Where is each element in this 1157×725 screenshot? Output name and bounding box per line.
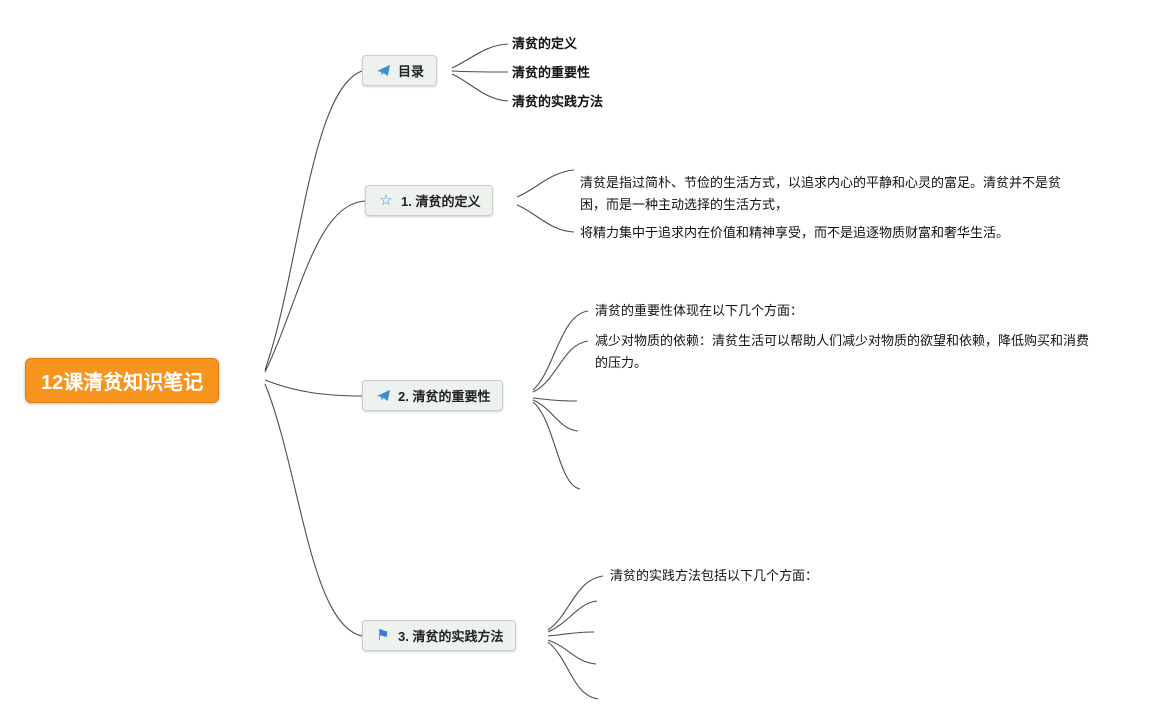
- connector: [264, 200, 366, 373]
- definition-leaf-2[interactable]: 将精力集中于追求内在价值和精神享受，而不是追逐物质财富和奢华生活。: [580, 225, 1010, 240]
- definition-leaf-1[interactable]: 清贫是指过简朴、节俭的生活方式，以追求内心的平静和心灵的富足。清贫并不是贫困，而…: [580, 175, 1062, 212]
- practice-leaf-1[interactable]: 清贫的实践方法包括以下几个方面：: [610, 568, 819, 583]
- node-definition-label: 1. 清贫的定义: [401, 194, 481, 209]
- paper-plane-icon: [375, 388, 391, 404]
- connector: [532, 399, 579, 432]
- root-node[interactable]: 12课清贫知识笔记: [25, 358, 220, 403]
- importance-leaf-1[interactable]: 清贫的重要性体现在以下几个方面：: [595, 303, 804, 318]
- connector: [516, 169, 575, 198]
- connector: [264, 379, 363, 397]
- connector: [264, 383, 363, 637]
- node-practice-label: 3. 清贫的实践方法: [398, 629, 504, 644]
- node-practice[interactable]: ⚑ 3. 清贫的实践方法: [362, 620, 517, 651]
- connector: [547, 639, 597, 665]
- star-icon: ☆: [379, 191, 393, 209]
- connector: [264, 70, 363, 371]
- node-definition[interactable]: ☆ 1. 清贫的定义: [365, 185, 494, 216]
- node-toc-label: 目录: [398, 64, 425, 79]
- flag-icon: ⚑: [376, 626, 390, 644]
- connector: [532, 397, 578, 402]
- connector: [547, 575, 604, 631]
- connector: [451, 43, 509, 69]
- connector: [532, 340, 589, 393]
- connector: [532, 310, 589, 391]
- connector: [532, 401, 581, 490]
- node-importance-label: 2. 清贫的重要性: [398, 389, 491, 404]
- root-label: 12课清贫知识笔记: [41, 372, 204, 394]
- toc-leaf-importance[interactable]: 清贫的重要性: [512, 65, 591, 80]
- paper-plane-icon: [375, 63, 391, 79]
- connector: [451, 70, 509, 73]
- toc-leaf-definition[interactable]: 清贫的定义: [512, 36, 578, 51]
- connector: [547, 641, 599, 700]
- connector: [451, 73, 509, 102]
- importance-leaf-2[interactable]: 减少对物质的依赖：清贫生活可以帮助人们减少对物质的欲望和依赖，降低购买和消费的压…: [595, 333, 1090, 370]
- toc-leaf-practice[interactable]: 清贫的实践方法: [512, 94, 604, 109]
- connector: [547, 631, 595, 637]
- connector: [516, 204, 575, 233]
- connector: [547, 600, 598, 633]
- node-importance[interactable]: 2. 清贫的重要性: [362, 380, 504, 411]
- node-toc[interactable]: 目录: [362, 55, 438, 86]
